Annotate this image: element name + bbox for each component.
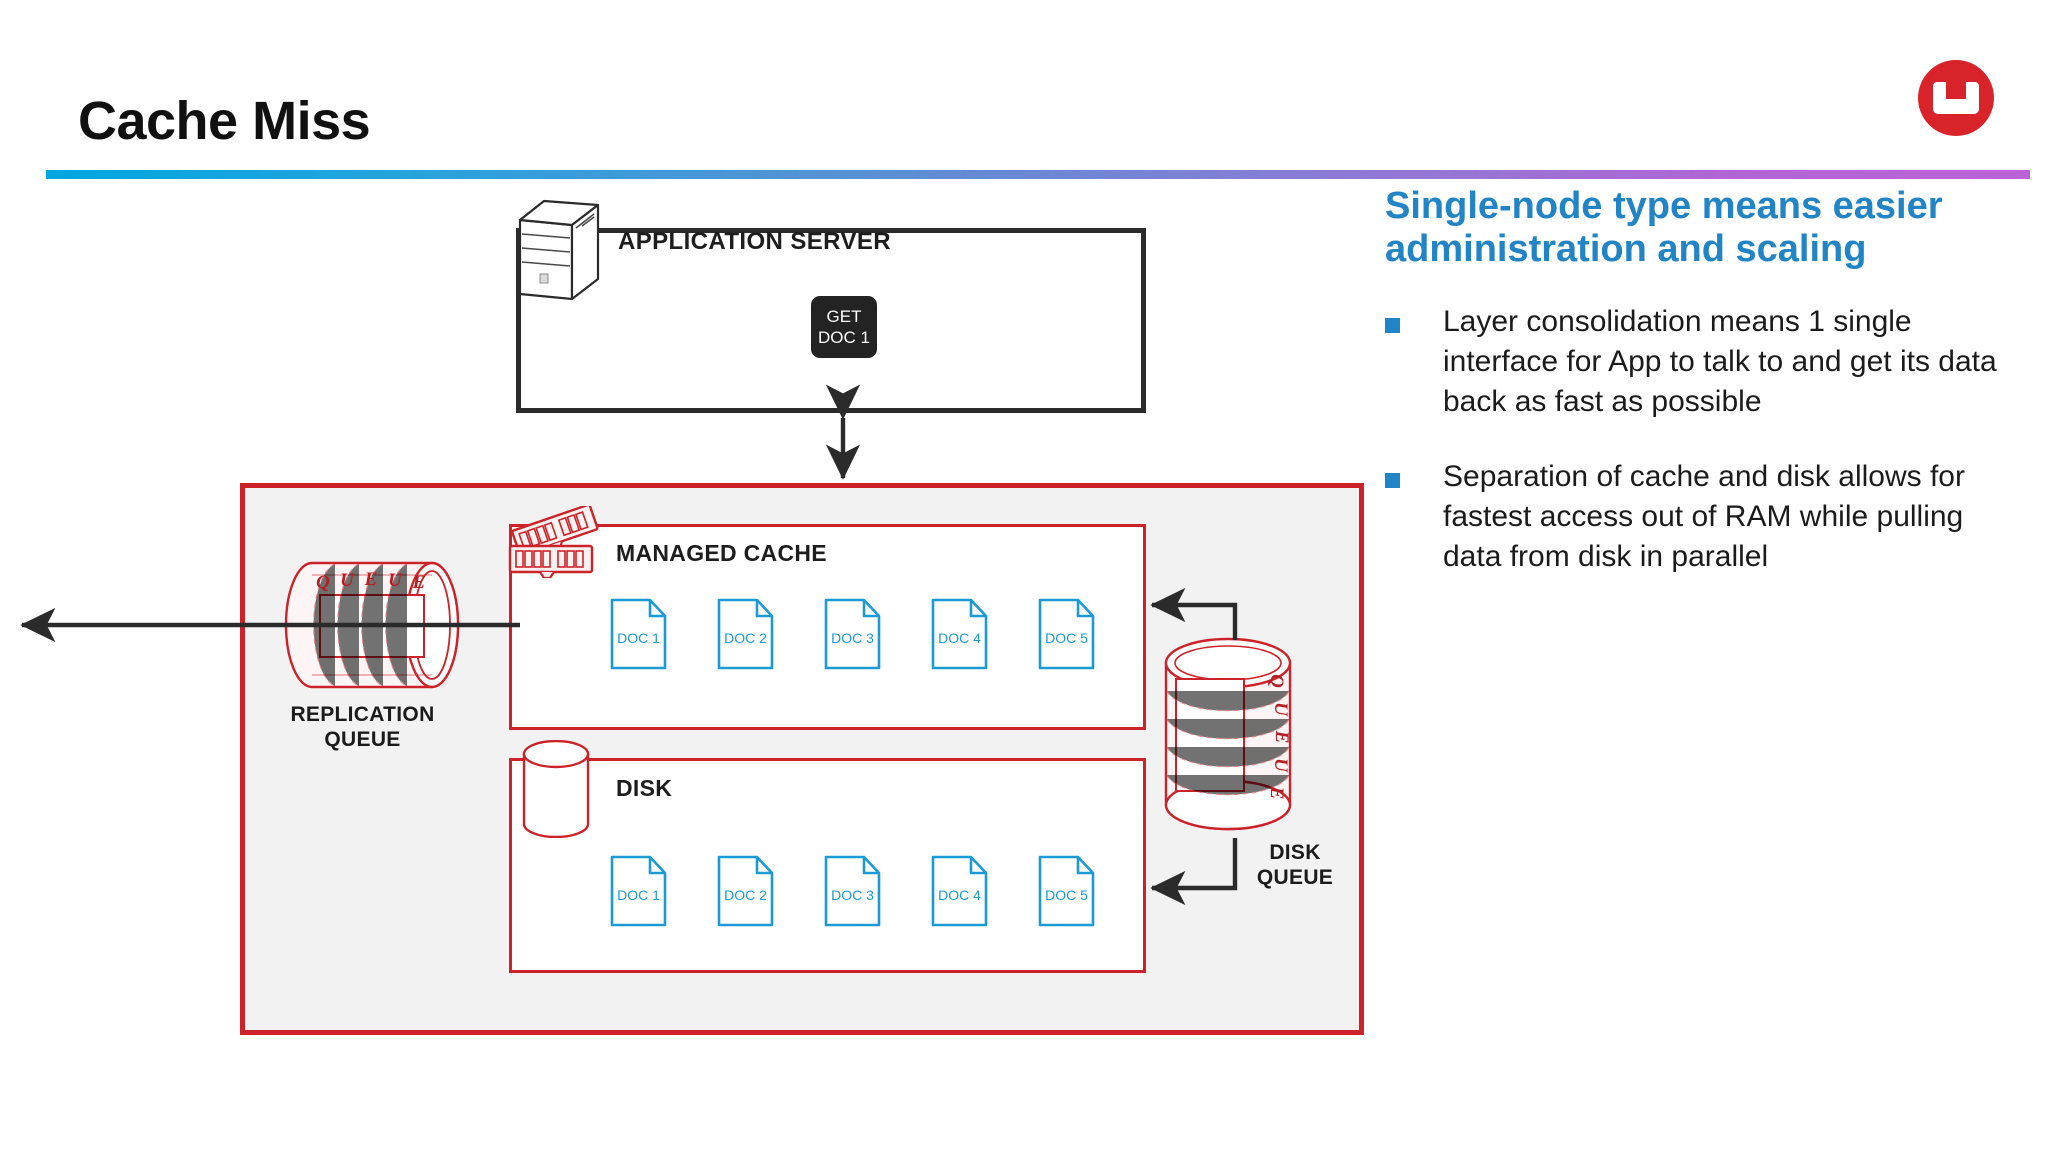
svg-text:E: E [1266,786,1287,800]
svg-text:U: U [1270,702,1291,717]
svg-text:DOC 2: DOC 2 [724,887,767,903]
panel-heading: Single-node type means easier administra… [1385,185,1943,270]
svg-text:DOC 3: DOC 3 [831,630,874,646]
bullet-item: Layer consolidation means 1 single inter… [1385,302,2025,423]
ram-stick-icon [508,506,599,578]
document-icon: DOC 5 [1038,855,1095,927]
document-icon: DOC 2 [717,855,774,927]
document-icon: DOC 4 [931,855,988,927]
disk-queue-label-line2: QUEUE [1256,866,1334,890]
svg-text:DOC 2: DOC 2 [724,630,767,646]
get-doc-request-badge: GET DOC 1 [811,296,877,358]
svg-text:E: E [412,572,426,593]
svg-text:U: U [388,570,403,591]
svg-text:DOC 1: DOC 1 [617,887,660,903]
managed-cache-documents: DOC 1 DOC 2 DOC 3 DOC 4 DOC 5 [610,598,1095,670]
disk-cylinder-icon [522,740,590,838]
svg-text:DOC 5: DOC 5 [1045,630,1088,646]
svg-text:DOC 5: DOC 5 [1045,887,1088,903]
svg-text:Q: Q [316,572,330,593]
get-doc-line1: GET [826,307,862,326]
get-doc-line2: DOC 1 [818,327,870,347]
bullet-item: Separation of cache and disk allows for … [1385,457,2025,578]
server-tower-icon [518,199,600,300]
document-icon: DOC 1 [610,855,667,927]
couchbase-logo-icon [1918,60,1994,136]
document-icon: DOC 5 [1038,598,1095,670]
disk-queue-label: DISK QUEUE [1230,840,1360,890]
document-icon: DOC 3 [824,598,881,670]
replication-queue-label-line1: REPLICATION [290,703,435,726]
disk-label: DISK [616,775,673,801]
vertical-queue-barrel-icon: Q U E U E [1164,637,1292,831]
svg-text:E: E [364,569,378,590]
right-text-panel: Single-node type means easier administra… [1385,185,2025,611]
managed-cache-label: MANAGED CACHE [616,540,827,566]
document-icon: DOC 4 [931,598,988,670]
title-gradient-rule [46,170,2030,179]
svg-text:Q: Q [1266,674,1287,688]
svg-text:DOC 1: DOC 1 [617,630,660,646]
svg-text:DOC 3: DOC 3 [831,887,874,903]
svg-text:DOC 4: DOC 4 [938,630,981,646]
document-icon: DOC 1 [610,598,667,670]
disk-documents: DOC 1 DOC 2 DOC 3 DOC 4 DOC 5 [610,855,1095,927]
bullet-square-icon [1385,318,1400,334]
bullet-square-icon [1385,472,1400,488]
svg-text:DOC 4: DOC 4 [938,887,981,903]
page-title: Cache Miss [78,91,371,151]
bullet-text: Separation of cache and disk allows for … [1443,459,1965,574]
document-icon: DOC 3 [824,855,881,927]
document-icon: DOC 2 [717,598,774,670]
logo-cup-bottom [1933,99,1979,114]
disk-queue-label-line1: DISK [1269,841,1321,864]
replication-queue-label: REPLICATION QUEUE [255,702,470,752]
svg-text:U: U [1270,758,1291,773]
horizontal-queue-barrel-icon: Q U E U E [284,561,460,689]
svg-text:U: U [340,570,355,591]
application-server-label: APPLICATION SERVER [618,228,892,255]
bullet-text: Layer consolidation means 1 single inter… [1443,305,1997,419]
svg-text:E: E [1271,730,1292,744]
replication-queue-label-line2: QUEUE [324,728,401,752]
